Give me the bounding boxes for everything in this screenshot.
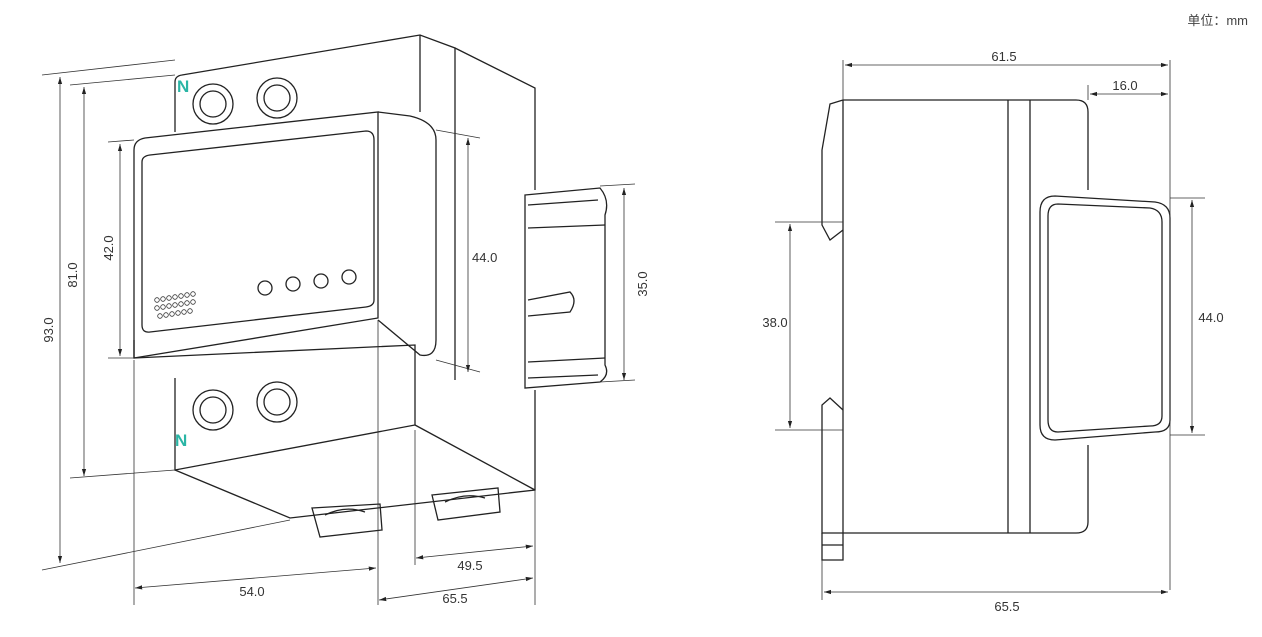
unit-label: 单位：mm	[1187, 13, 1248, 28]
dim-49-5: 49.5	[457, 558, 482, 573]
dim-38: 38.0	[762, 315, 787, 330]
dim-65-5-front: 65.5	[442, 591, 467, 606]
dim-44-side: 44.0	[1198, 310, 1223, 325]
front-view: N N	[41, 34, 650, 606]
dim-44-front: 44.0	[472, 250, 497, 265]
vent-holes-icon	[154, 291, 196, 319]
terminal-n-bottom: N	[175, 431, 187, 450]
dim-42: 42.0	[101, 235, 116, 260]
terminal-n-top: N	[177, 77, 189, 96]
dim-35: 35.0	[635, 271, 650, 296]
dim-81: 81.0	[65, 262, 80, 287]
dim-16: 16.0	[1112, 78, 1137, 93]
dim-93: 93.0	[41, 317, 56, 342]
side-view: 61.5 16.0 38.0 44.0 65.5	[762, 49, 1223, 614]
dim-65-5-side: 65.5	[994, 599, 1019, 614]
dim-54: 54.0	[239, 584, 264, 599]
dim-61-5: 61.5	[991, 49, 1016, 64]
